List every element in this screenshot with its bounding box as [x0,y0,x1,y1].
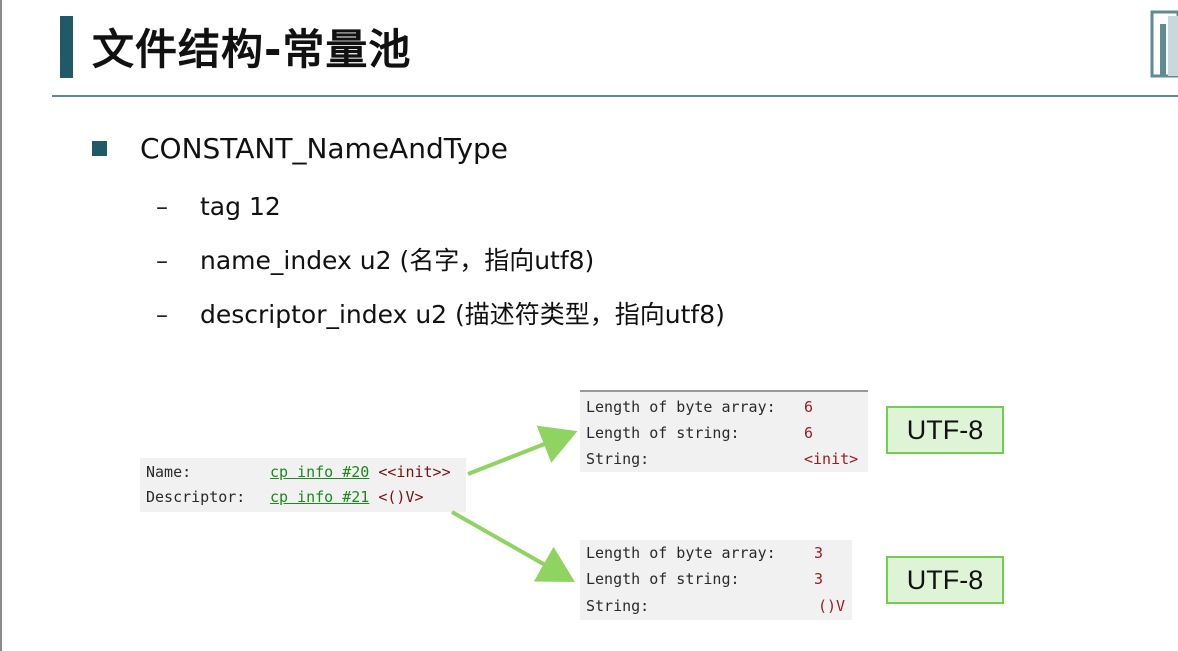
dash-icon: – [156,247,168,275]
utf8-1-value-string: <init> [804,450,859,468]
title-accent-bar [60,16,73,78]
utf8-2-label-byte-length: Length of byte array: [586,544,776,562]
utf8-1-label-string: String: [586,450,650,468]
panel-top-rule [580,390,868,392]
utf8-1-value-byte-length: 6 [804,398,814,416]
descriptor-row: Descriptor: [146,486,245,508]
descriptor-ref: cp info #21 <()V> [270,486,424,508]
sub-item-tag: tag 12 [200,192,281,221]
utf8-1-label-string-length: Length of string: [586,424,740,442]
corner-logo-icon [1150,10,1178,78]
utf8-tag-1: UTF-8 [886,406,1004,454]
slide-title: 文件结构-常量池 [92,25,412,74]
name-cp-info-link[interactable]: cp info #20 [270,463,370,481]
utf8-1-value-string-length: 6 [804,424,814,442]
slide-left-edge [0,0,2,651]
utf8-1-label-byte-length: Length of byte array: [586,398,776,416]
dash-icon: – [156,301,168,329]
arrow-name-to-utf8-1 [467,425,578,476]
utf8-info-panel-1: Length of byte array: 6 Length of string… [580,390,868,472]
descriptor-label: Descriptor: [146,488,246,506]
utf8-2-label-string-length: Length of string: [586,570,740,588]
bullet-constant-nameandtype: CONSTANT_NameAndType [140,132,509,165]
name-ref: cp info #20 <<init>> [270,461,451,483]
utf8-2-label-string: String: [586,597,650,615]
dash-icon: – [156,193,168,221]
bullet-square-icon [92,141,107,156]
name-ref-value: <<init>> [378,463,451,481]
descriptor-ref-value: <()V> [378,488,424,506]
utf8-2-value-byte-length: 3 [814,544,824,562]
utf8-tag-2: UTF-8 [886,556,1004,604]
utf8-2-value-string: ()V [818,597,846,615]
utf8-info-panel-2: Length of byte array: 3 Length of string… [580,540,852,620]
arrow-descriptor-to-utf8-2 [451,510,575,582]
name-label: Name: [146,463,192,481]
sub-item-descriptor-index: descriptor_index u2 (描述符类型，指向utf8) [200,300,725,329]
descriptor-cp-info-link[interactable]: cp info #21 [270,488,370,506]
name-row: Name: [146,461,191,483]
utf8-2-value-string-length: 3 [814,570,824,588]
name-descriptor-panel: Name: cp info #20 <<init>> Descriptor: c… [140,458,466,512]
sub-item-name-index: name_index u2 (名字，指向utf8) [200,246,595,275]
title-divider [52,95,1178,97]
